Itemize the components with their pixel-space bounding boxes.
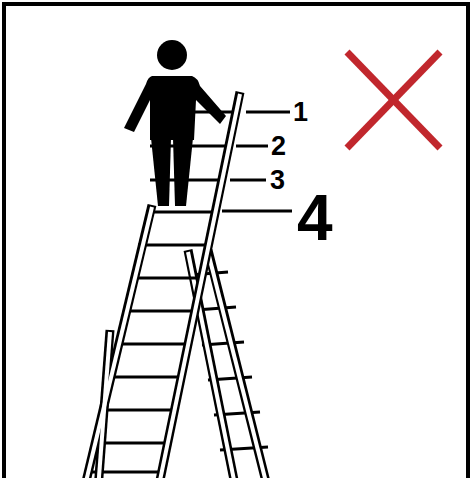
callout-number: 1 [293, 99, 308, 126]
callout-number: 3 [270, 167, 285, 194]
frame-border [4, 4, 468, 478]
prohibited-cross [347, 52, 440, 148]
leader-lines [222, 112, 292, 211]
callout-number: 4 [297, 186, 333, 250]
front-ladder [84, 92, 240, 478]
person-figure [124, 40, 226, 206]
callout-number: 2 [271, 133, 286, 160]
